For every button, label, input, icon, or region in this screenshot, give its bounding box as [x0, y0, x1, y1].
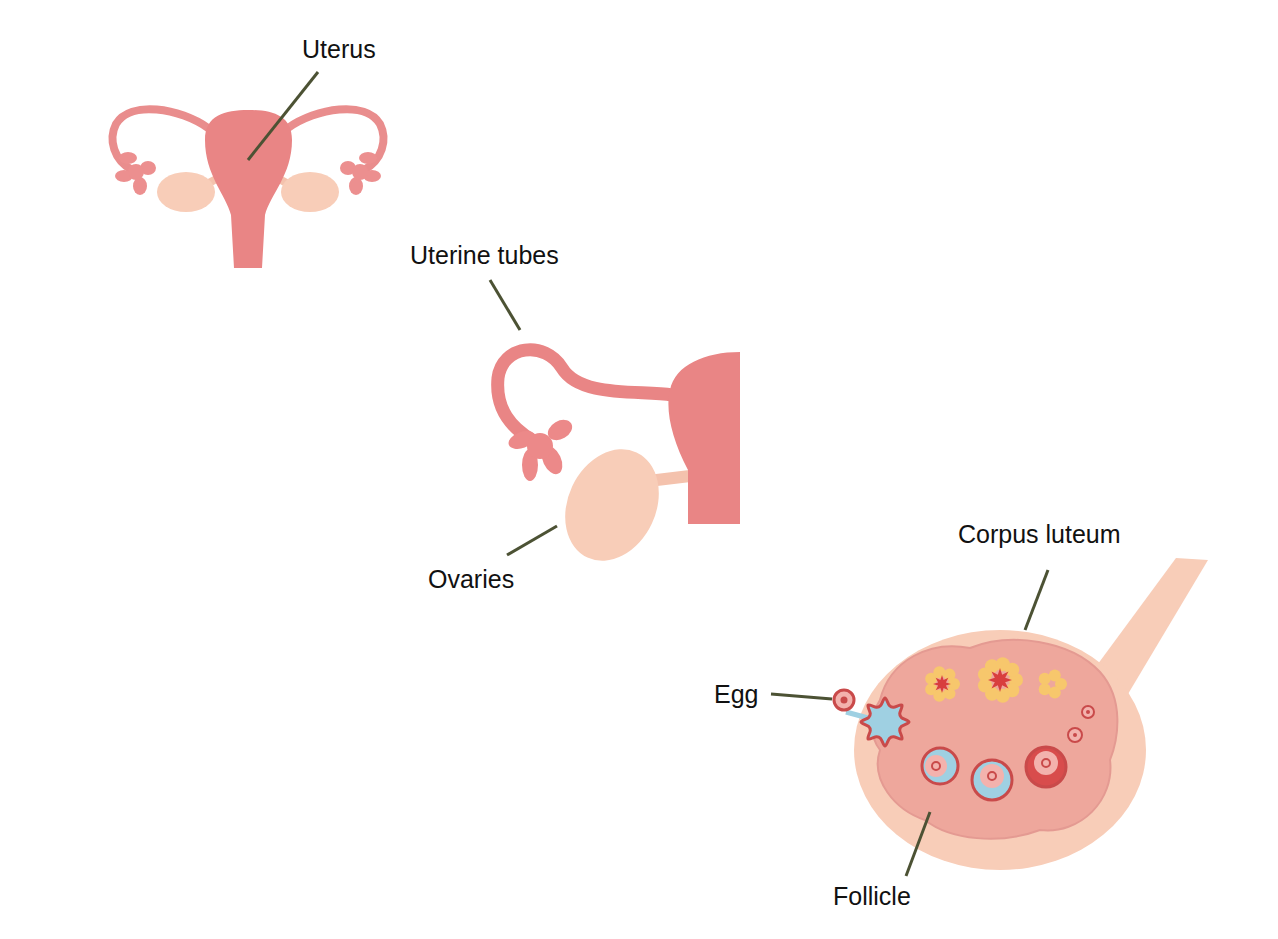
part-label: Uterus [302, 36, 376, 64]
uterus-figure [281, 172, 339, 212]
uterus-figure [128, 164, 144, 180]
egg [834, 690, 854, 710]
luteal-cell [1049, 669, 1061, 681]
uterus-figure [113, 109, 208, 170]
tube-ovary-figure [527, 433, 553, 459]
follicle [925, 755, 947, 777]
part-label: Egg [714, 681, 758, 709]
uterus-figure [113, 109, 384, 268]
uterus-figure [205, 110, 292, 268]
tube-ovary-figure [498, 350, 740, 576]
tube-ovary-figure [668, 352, 740, 524]
follicle [1034, 751, 1058, 775]
luteal-cell [943, 669, 955, 681]
follicle [1068, 728, 1082, 742]
uterus-figure [119, 152, 137, 164]
follicle [922, 748, 958, 784]
follicle [1086, 710, 1090, 714]
follicle [1042, 759, 1050, 767]
luteal-cell [1039, 683, 1051, 695]
part-label: Follicle [833, 883, 911, 911]
ruptured-follicle [846, 712, 868, 718]
leader-line [248, 72, 318, 160]
ovary-section [854, 630, 1146, 870]
tube-ovary-figure [506, 416, 576, 481]
follicle [980, 764, 1004, 788]
follicle [988, 772, 996, 780]
leader-line [1025, 570, 1048, 630]
uterus-figure [359, 152, 377, 164]
luteal-cell [933, 666, 945, 678]
ovary-section [872, 640, 1117, 839]
luteal-core [933, 675, 951, 693]
follicle [932, 762, 940, 770]
tube-ovary-figure [548, 434, 677, 576]
follicle [972, 760, 1012, 800]
egg [834, 690, 854, 710]
leader-lines [248, 72, 1048, 876]
luteal-cell [943, 687, 955, 699]
leader-line [771, 694, 832, 699]
egg [841, 697, 848, 704]
ruptured-follicle [846, 698, 909, 746]
tube-ovary-figure [498, 350, 672, 440]
follicle [1073, 733, 1077, 737]
luteal-cell [925, 683, 937, 695]
luteal-core [988, 668, 1012, 692]
follicle [1082, 706, 1094, 718]
uterus-figure [157, 172, 215, 212]
leader-line [490, 280, 520, 330]
part-label: Corpus luteum [958, 521, 1121, 549]
uterus-figure [288, 109, 383, 170]
luteal-cell [1005, 663, 1019, 677]
ruptured-follicle [861, 698, 909, 746]
leader-line [507, 526, 557, 555]
follicle [922, 706, 1094, 800]
uterus-figure [352, 164, 368, 180]
corpus-luteum [925, 657, 1067, 703]
ovary-section [834, 558, 1208, 870]
part-label: Uterine tubes [410, 242, 559, 270]
part-label: Ovaries [428, 566, 514, 594]
follicle [1026, 747, 1066, 787]
leader-line [906, 812, 930, 876]
